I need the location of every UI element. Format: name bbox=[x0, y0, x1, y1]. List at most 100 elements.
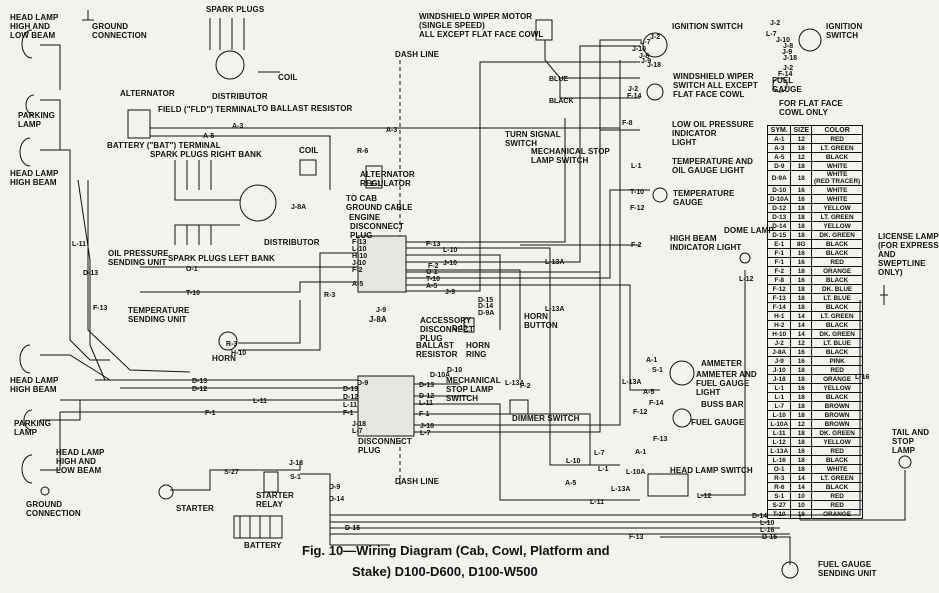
component-label: LOW OIL PRESSURE INDICATOR LIGHT bbox=[672, 120, 754, 147]
wire-left-top bbox=[40, 44, 71, 170]
wire-label: F-13 bbox=[352, 239, 367, 246]
component-label: IGNITION SWITCH bbox=[672, 22, 743, 31]
legend-cell-sym: A-3 bbox=[766, 143, 792, 153]
legend-cell-sym: F-1 bbox=[766, 257, 792, 267]
legend-cell-color: YELLOW bbox=[811, 221, 864, 231]
component-label: AMMETER bbox=[701, 359, 743, 368]
wire-label: F-2 bbox=[352, 267, 363, 274]
wire-label: D-15 bbox=[345, 525, 361, 532]
wire-f2-right bbox=[406, 244, 640, 380]
fuel-sending-unit-symbol bbox=[781, 561, 799, 579]
legend-cell-size: 10 bbox=[790, 500, 813, 510]
legend-cell-color: WHITE bbox=[811, 185, 864, 195]
legend-cell-color: WHITE bbox=[811, 194, 864, 204]
wire-label: A-5 bbox=[203, 133, 215, 140]
legend-cell-sym: H-1 bbox=[766, 311, 792, 321]
legend-cell-color: ORANGE bbox=[811, 266, 864, 276]
legend-cell-color: BROWN bbox=[811, 410, 864, 420]
legend-cell-color: RED bbox=[811, 491, 864, 501]
legend-cell-sym: D-13 bbox=[766, 212, 792, 222]
legend-cell-sym: L-13A bbox=[766, 446, 792, 456]
component-label: BATTERY ("BAT") TERMINAL bbox=[107, 141, 221, 150]
wire-label: F-12 bbox=[630, 205, 645, 212]
wire-label: J-10 bbox=[632, 46, 647, 53]
wire-label: J-8A bbox=[291, 204, 307, 211]
component-label: HEAD LAMP SWITCH bbox=[670, 466, 753, 475]
legend-cell-size: 18 bbox=[790, 410, 813, 420]
legend-cell-sym: L-10A bbox=[766, 419, 792, 429]
legend-cell-color: WHITE bbox=[811, 161, 864, 171]
ground-connection-bottom bbox=[40, 486, 50, 496]
wire-label: T-10 bbox=[426, 276, 441, 283]
wire-label: F-13 bbox=[93, 305, 108, 312]
legend-cell-sym: J-18 bbox=[766, 374, 792, 384]
component-label: TEMPERATURE AND OIL GAUGE LIGHT bbox=[672, 157, 754, 175]
wire-label: L-10 bbox=[352, 246, 367, 253]
component-label: TEMPERATURE GAUGE bbox=[673, 189, 735, 207]
component-label: COIL bbox=[278, 73, 298, 82]
component-label: HORN BUTTON bbox=[524, 312, 558, 330]
wire-label: J-2 bbox=[783, 65, 794, 72]
wire-label: F-2 bbox=[428, 263, 439, 270]
wire-label: H-10 bbox=[231, 350, 247, 357]
legend-cell-sym: A-5 bbox=[766, 152, 792, 162]
wire-label: J-10 bbox=[352, 260, 367, 267]
wire-t10 bbox=[140, 281, 358, 293]
wire-label: L-12 bbox=[739, 276, 754, 283]
wire-label: D-10 bbox=[452, 325, 468, 332]
legend-cell-sym: J-9 bbox=[766, 356, 792, 366]
spark-plug-leads bbox=[174, 18, 245, 245]
wire-label: L-16 bbox=[760, 527, 775, 534]
legend-cell-size: 18 bbox=[790, 212, 813, 222]
legend-cell-size: 18 bbox=[790, 455, 813, 465]
wire-j10-right bbox=[406, 45, 640, 263]
legend-cell-size: 18 bbox=[790, 401, 813, 411]
wire-label: L-11 bbox=[343, 402, 358, 409]
wire-label: D-10 bbox=[447, 367, 463, 374]
legend-cell-size: 16 bbox=[790, 383, 813, 393]
legend-cell-sym: H-10 bbox=[766, 329, 792, 339]
wire-label: L-1 bbox=[631, 163, 642, 170]
wire-label: J-2 bbox=[628, 86, 639, 93]
component-label: ALTERNATOR REGULATOR bbox=[360, 170, 415, 188]
wire-label: A-3 bbox=[386, 127, 398, 134]
wire-label: J-18 bbox=[289, 460, 304, 467]
distributor-top-symbol bbox=[215, 50, 245, 80]
legend-cell-sym: D-9A bbox=[766, 170, 792, 186]
component-label: IGNITION SWITCH bbox=[826, 22, 863, 40]
wire-label: F-13 bbox=[653, 436, 668, 443]
legend-cell-color: LT. GREEN bbox=[811, 143, 864, 153]
legend-cell-color: WHITE bbox=[811, 464, 864, 474]
legend-cell-size: 18 bbox=[790, 266, 813, 276]
wire-label: J-18 bbox=[352, 421, 367, 428]
wire-label: F-13 bbox=[629, 534, 644, 541]
wire-label: D-12 bbox=[343, 394, 359, 401]
legend-cell-size: 18 bbox=[790, 143, 813, 153]
wire-label: L-10 bbox=[443, 247, 458, 254]
wire-label: S-1 bbox=[290, 474, 301, 481]
legend-cell-size: 18 bbox=[790, 161, 813, 171]
wire-label: A-1 bbox=[635, 449, 647, 456]
wire-f13-left bbox=[87, 180, 191, 373]
component-label: MECHANICAL STOP LAMP SWITCH bbox=[531, 147, 610, 165]
legend-cell-size: 18 bbox=[790, 203, 813, 213]
wire-label: F-14 bbox=[778, 71, 793, 78]
legend-cell-size: 14 bbox=[790, 482, 813, 492]
